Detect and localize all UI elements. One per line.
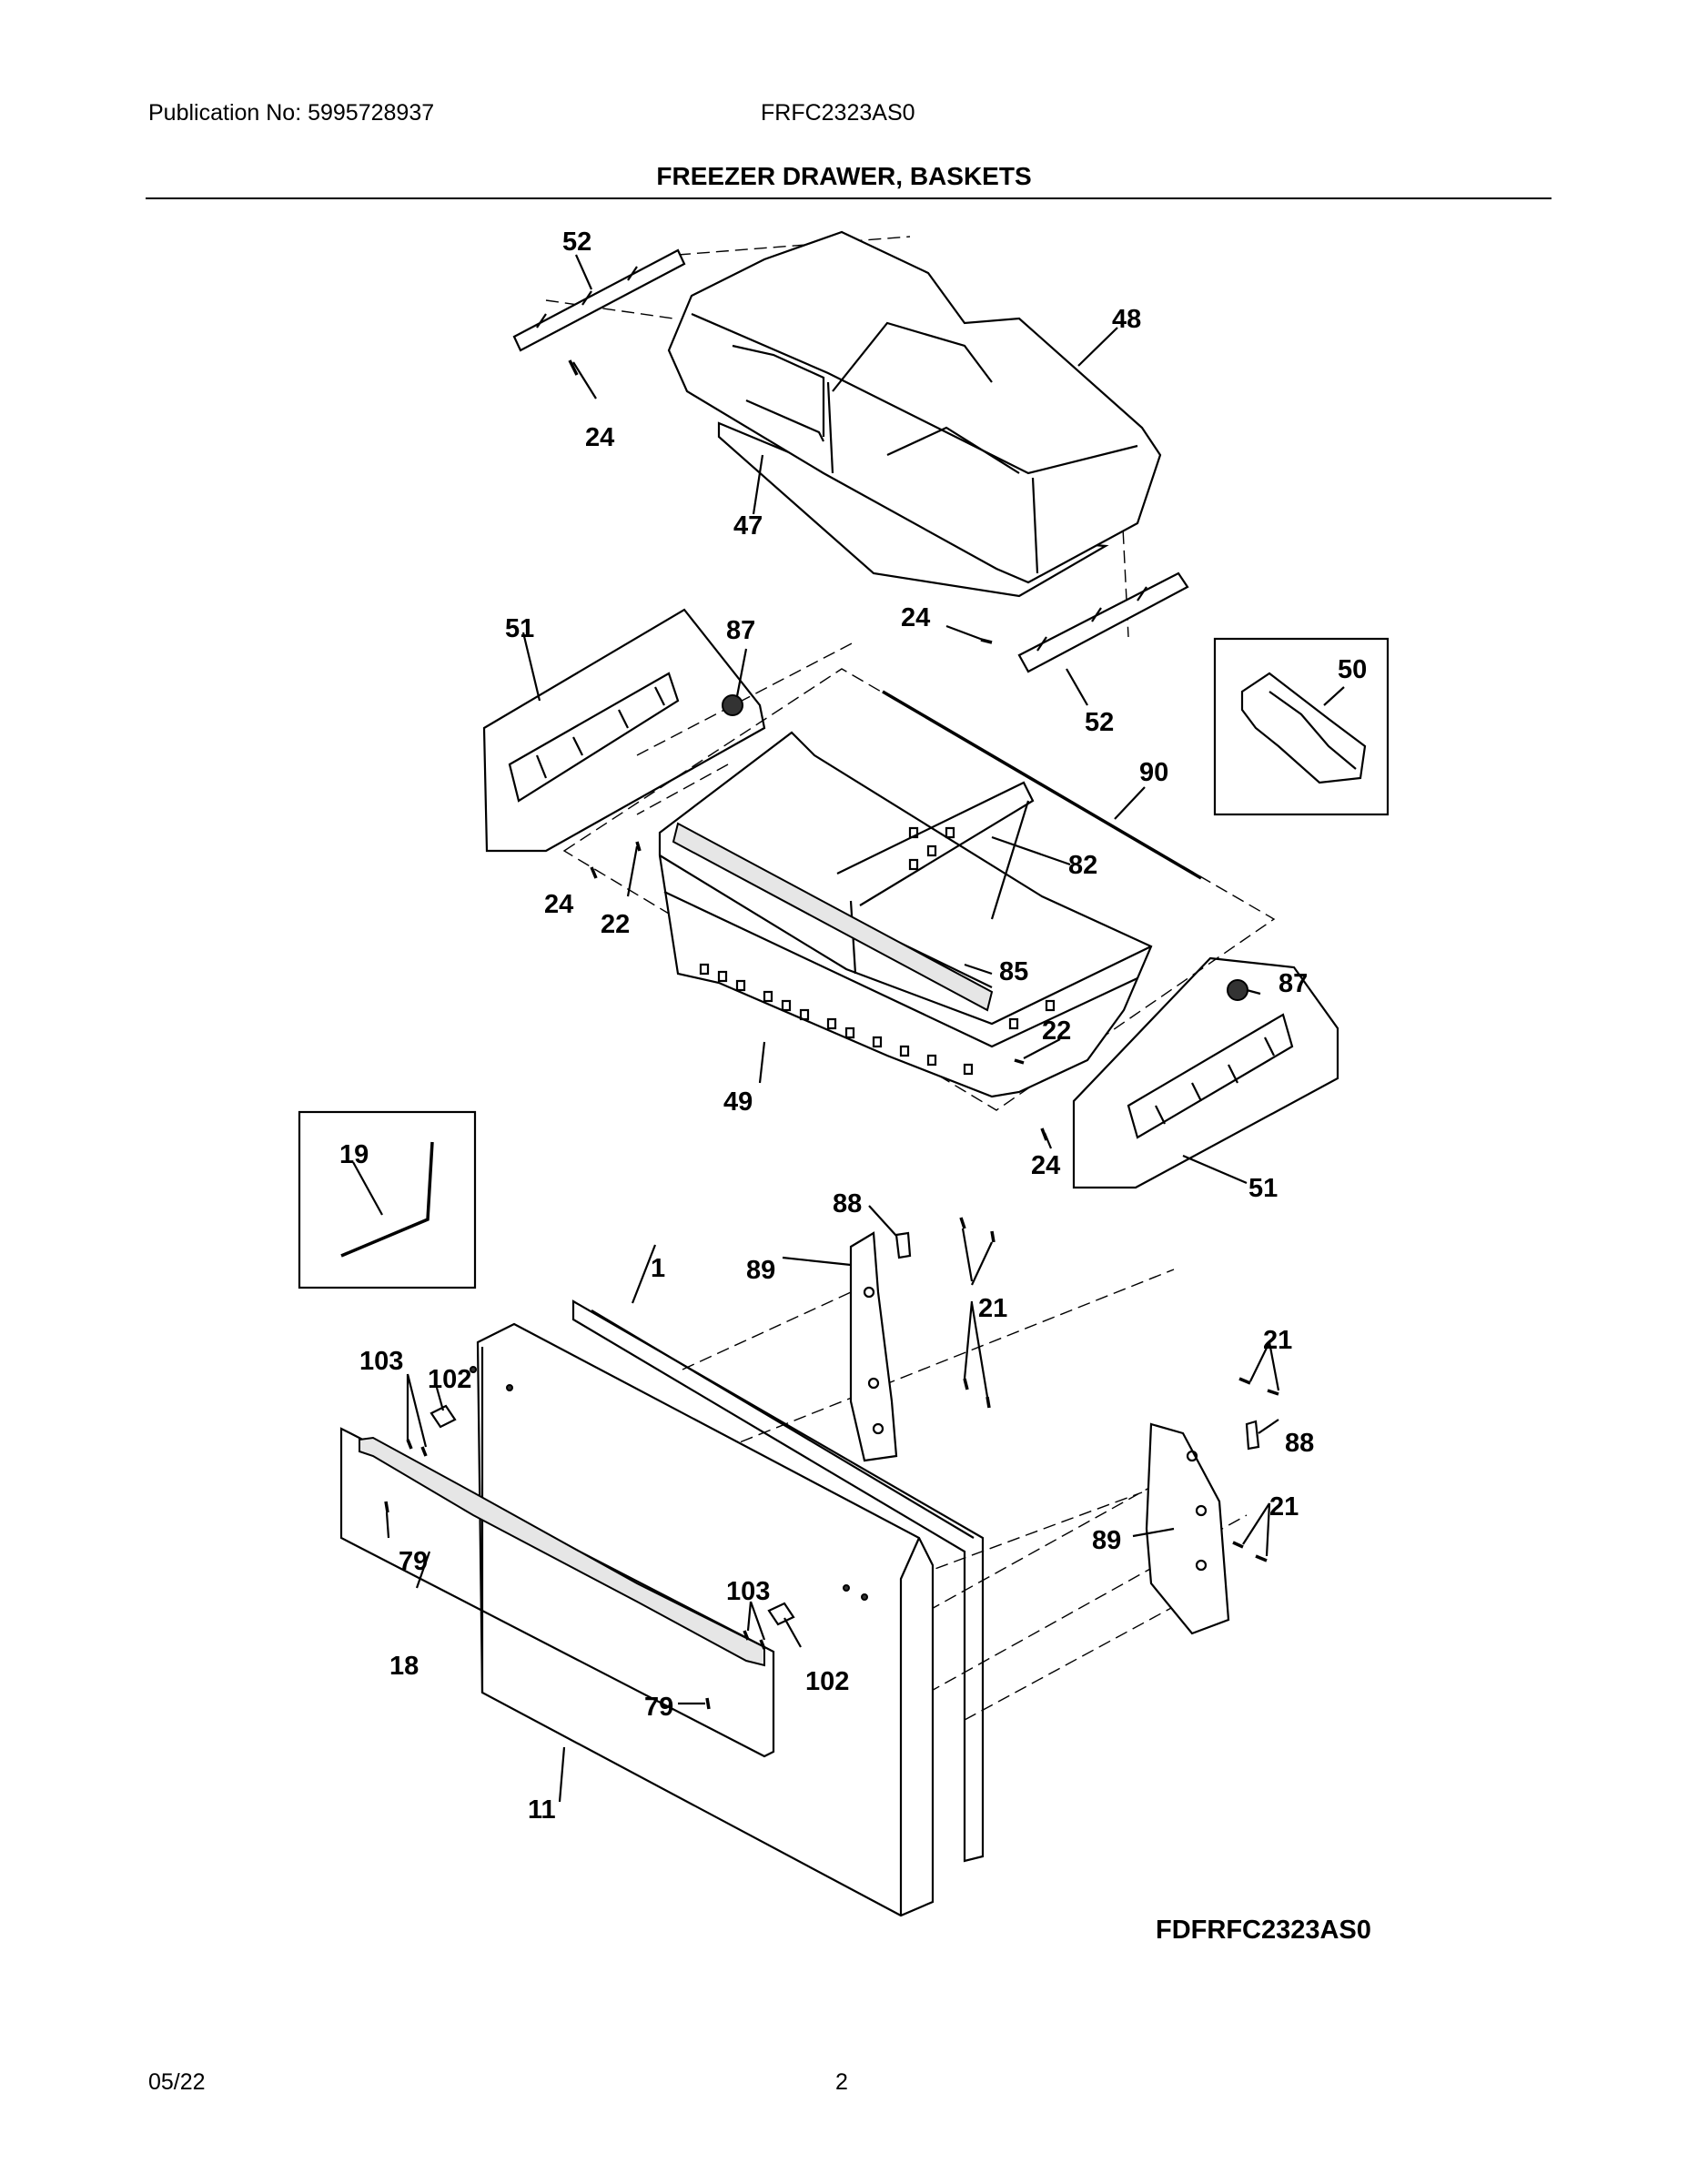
callout-79b: 79 (644, 1693, 673, 1722)
end-cap-102-left (430, 1404, 457, 1429)
insert-50-box (1213, 637, 1390, 816)
page-number: 2 (835, 2069, 848, 2095)
callout-51b: 51 (1248, 1174, 1278, 1203)
upper-basket-assembly (512, 230, 1189, 706)
spacer-88-lower (1245, 1420, 1260, 1451)
callout-22b: 22 (1042, 1016, 1071, 1046)
gasket-1 (571, 1299, 985, 1863)
callout-22a: 22 (601, 910, 630, 939)
callout-87b: 87 (1279, 969, 1308, 998)
model-number: FRFC2323AS0 (761, 100, 915, 126)
publication-number: Publication No: 5995728937 (148, 100, 435, 126)
callout-24a: 24 (585, 423, 614, 452)
rail-52-upper (512, 248, 686, 352)
callout-82: 82 (1068, 851, 1097, 880)
callout-52a: 52 (562, 228, 591, 257)
screws-21-lower (1232, 1377, 1279, 1562)
screw-24-mid-left (590, 866, 598, 879)
callout-52b: 52 (1085, 708, 1114, 737)
callout-18: 18 (389, 1652, 419, 1681)
callout-11: 11 (528, 1795, 556, 1825)
callout-102b: 102 (805, 1667, 849, 1696)
callout-labels: 52 48 24 47 24 52 51 87 50 90 82 24 22 8… (339, 228, 1371, 1945)
revision-date: 05/22 (148, 2069, 206, 2095)
hex-key-19-box (298, 1110, 477, 1289)
page-title: FREEZER DRAWER, BASKETS (656, 162, 1032, 190)
screws-103 (406, 1439, 766, 1650)
spacer-88-upper (895, 1231, 912, 1259)
rail-52-lower (1017, 571, 1189, 673)
callout-24b: 24 (901, 603, 930, 632)
end-cap-102-right (767, 1602, 795, 1626)
callout-21c: 21 (1269, 1492, 1299, 1522)
clip-22-right (1014, 1058, 1025, 1065)
callout-90: 90 (1139, 758, 1168, 787)
door-assembly (339, 1205, 1280, 1917)
callout-24c: 24 (544, 890, 573, 919)
screw-24-lower (980, 638, 993, 644)
callout-103a: 103 (359, 1347, 403, 1376)
callout-21a: 21 (978, 1294, 1007, 1323)
screw-24-upper (568, 359, 579, 376)
callout-85: 85 (999, 957, 1028, 986)
screws-21-upper (959, 1217, 996, 1409)
callout-89b: 89 (1092, 1526, 1121, 1555)
callout-49: 49 (723, 1087, 753, 1117)
handle-18-box (339, 1427, 775, 1758)
callout-47: 47 (733, 511, 763, 541)
bracket-89-upper (849, 1231, 898, 1462)
callout-103b: 103 (726, 1577, 770, 1606)
slide-51-right-box (1072, 956, 1339, 1189)
callout-48: 48 (1112, 305, 1141, 334)
callout-79a: 79 (399, 1547, 428, 1576)
callout-102a: 102 (428, 1365, 471, 1394)
callout-24d: 24 (1031, 1151, 1060, 1180)
slide-51-left-box (482, 608, 766, 853)
callout-19: 19 (339, 1140, 369, 1169)
header-rule (146, 197, 1552, 199)
callout-51a: 51 (505, 614, 534, 643)
screws-79 (384, 1501, 711, 1710)
callout-88b: 88 (1285, 1429, 1314, 1458)
basket-48 (667, 230, 1162, 584)
callout-50: 50 (1338, 655, 1367, 684)
clip-22-left (635, 841, 642, 852)
callout-88a: 88 (833, 1189, 862, 1218)
bracket-89-lower (1145, 1422, 1230, 1635)
callout-21b: 21 (1263, 1326, 1292, 1355)
rod-90 (882, 690, 1202, 880)
callout-89a: 89 (746, 1256, 775, 1285)
callout-87a: 87 (726, 616, 755, 645)
callout-1: 1 (651, 1254, 665, 1283)
lower-basket-assembly (482, 608, 1390, 1189)
basket-49 (658, 731, 1153, 1098)
figure-code: FDFRFC2323AS0 (1156, 1916, 1371, 1945)
